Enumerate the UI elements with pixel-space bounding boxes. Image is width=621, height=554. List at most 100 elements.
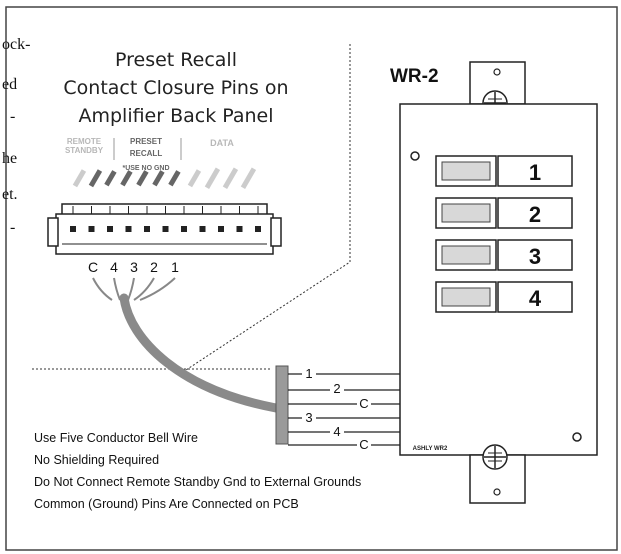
button-face[interactable] [441, 245, 491, 265]
label-bg [357, 396, 371, 410]
terminal-pin [236, 226, 243, 232]
plate-hole-bottom-right [572, 432, 582, 442]
button-face[interactable] [441, 287, 491, 307]
button-label-box [497, 155, 573, 187]
wire-label-c2: C [359, 437, 368, 452]
wire-label-c: C [359, 396, 368, 411]
note-line: No Shielding Required [34, 453, 159, 467]
label-bg [302, 366, 316, 380]
pin-label-1: 1 [171, 259, 179, 275]
terminal-pins [70, 206, 261, 232]
preset-button-3[interactable]: 3 [435, 239, 573, 271]
pin-mark [187, 169, 202, 188]
note-line: Common (Ground) Pins Are Connected on PC… [34, 497, 299, 511]
margin-text: ock- ed - he et. - [2, 36, 30, 236]
note-line: Use Five Conductor Bell Wire [34, 431, 198, 445]
margin-fragment: - [10, 108, 15, 125]
pin-labels: C 4 3 2 1 [88, 259, 179, 275]
button-number: 3 [529, 244, 541, 269]
margin-fragment: - [10, 219, 15, 236]
lead-2 [133, 277, 155, 301]
pin-label-3: 3 [130, 259, 138, 275]
label-bg [357, 437, 371, 451]
remote-label: REMOTE [67, 137, 102, 146]
button-label-box [497, 281, 573, 313]
label-bg [330, 424, 344, 438]
terminal-pin [144, 226, 150, 232]
pin-mark [240, 167, 257, 190]
button-face[interactable] [441, 203, 491, 223]
data-label: DATA [210, 138, 234, 148]
terminal-pin [125, 226, 132, 232]
terminal-block [47, 203, 282, 255]
terminal-block-body [55, 213, 274, 255]
terminal-pin [218, 226, 224, 232]
lead-c [92, 277, 113, 301]
button-label-box [497, 239, 573, 271]
button-face[interactable] [441, 161, 491, 181]
wiring-notes: Use Five Conductor Bell Wire No Shieldin… [34, 431, 361, 511]
wire-labels: 1 2 C 3 4 C [302, 366, 371, 452]
pin-label-4: 4 [110, 259, 118, 275]
label-bg [302, 410, 316, 424]
terminal-pin [107, 226, 113, 232]
terminal-pin [255, 226, 261, 232]
device-name: WR-2 [390, 66, 439, 87]
button-number: 4 [529, 286, 542, 311]
button-label-box [497, 197, 573, 229]
brand-label: ASHLY WR2 [413, 446, 448, 452]
preset-label: PRESET [130, 137, 162, 146]
margin-fragment: ed [2, 76, 17, 93]
heading-line-1: Preset Recall [115, 49, 237, 71]
connector-group-labels: REMOTE STANDBY PRESET RECALL *USE NO GND… [65, 137, 234, 172]
plate-hole-top-left [410, 151, 420, 161]
terminal-pin [162, 226, 169, 232]
margin-fragment: he [2, 150, 17, 167]
margin-fragment: ock- [2, 36, 30, 53]
pin-label-2: 2 [150, 259, 158, 275]
preset-buttons: 1 2 3 4 [435, 155, 573, 313]
terminal-pin [181, 226, 187, 232]
lead-4 [113, 277, 121, 301]
dotted-guide-vertical [185, 44, 351, 371]
preset-button-2[interactable]: 2 [435, 197, 573, 229]
preset-note: *USE NO GND [122, 165, 169, 172]
button-number: 1 [529, 160, 541, 185]
pin-mark [88, 169, 103, 188]
pin-leads [92, 277, 176, 301]
pin-mark [104, 170, 117, 187]
bell-wire-cable [119, 293, 281, 413]
pin-mark [152, 170, 165, 187]
margin-fragment: et. [2, 186, 18, 203]
mount-hole [493, 488, 501, 496]
lead-1 [139, 277, 176, 301]
preset-button-1[interactable]: 1 [435, 155, 573, 187]
pin-mark [222, 167, 239, 190]
mount-tab-bottom [469, 444, 526, 504]
preset-button-4[interactable]: 4 [435, 281, 573, 313]
pin-mark [136, 170, 149, 187]
standby-label: STANDBY [65, 146, 104, 155]
terminal-pin [199, 226, 206, 232]
note-line: Do Not Connect Remote Standby Gnd to Ext… [34, 475, 361, 489]
pin-mark [120, 170, 133, 187]
lead-3 [127, 277, 135, 301]
wire-label-2: 2 [333, 381, 340, 396]
mount-hole [493, 68, 501, 76]
label-bg [330, 381, 344, 395]
wire-label-3: 3 [305, 410, 312, 425]
button-number: 2 [529, 202, 541, 227]
wire-label-1: 1 [305, 366, 312, 381]
heading-line-2: Contact Closure Pins on [63, 77, 288, 99]
diagram-heading: Preset Recall Contact Closure Pins on Am… [63, 49, 288, 127]
diagram-frame [5, 6, 618, 551]
terminal-block-ear-left [47, 217, 59, 247]
pin-mark [168, 170, 181, 187]
terminal-pin [88, 226, 95, 232]
heading-line-3: Amplifier Back Panel [78, 105, 273, 127]
terminal-block-ear-right [270, 217, 282, 247]
pin-mark [72, 169, 87, 188]
pin-mark [204, 167, 221, 190]
terminal-pin [70, 226, 76, 232]
